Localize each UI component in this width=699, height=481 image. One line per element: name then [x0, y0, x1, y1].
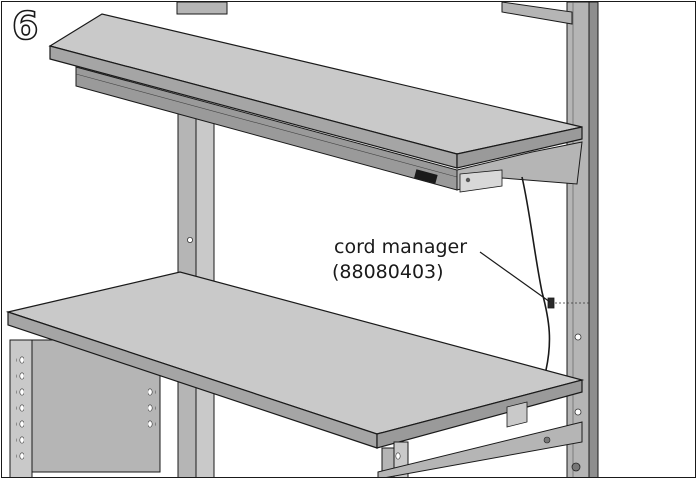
power-cord — [521, 176, 551, 371]
right-upright-post — [566, 2, 599, 477]
top-crossbar — [176, 2, 573, 25]
cord-manager-clip — [547, 297, 555, 309]
lower-rail — [377, 421, 583, 477]
rail-bolt — [543, 436, 551, 444]
bracket-screw — [465, 177, 471, 183]
post-bolt — [186, 236, 193, 243]
post-bolt — [571, 462, 581, 472]
step-number: 6 — [11, 4, 39, 48]
work-surface — [5, 271, 585, 449]
callout-part-number-label: (88080403) — [332, 261, 444, 283]
power-outlet — [414, 169, 438, 184]
callout-name-label: cord manager — [334, 236, 468, 258]
post-bolt — [574, 333, 582, 341]
post-bolt — [574, 408, 582, 416]
upper-shelf — [48, 13, 583, 193]
right-leg — [377, 401, 583, 477]
callout-leader-line — [479, 251, 551, 303]
